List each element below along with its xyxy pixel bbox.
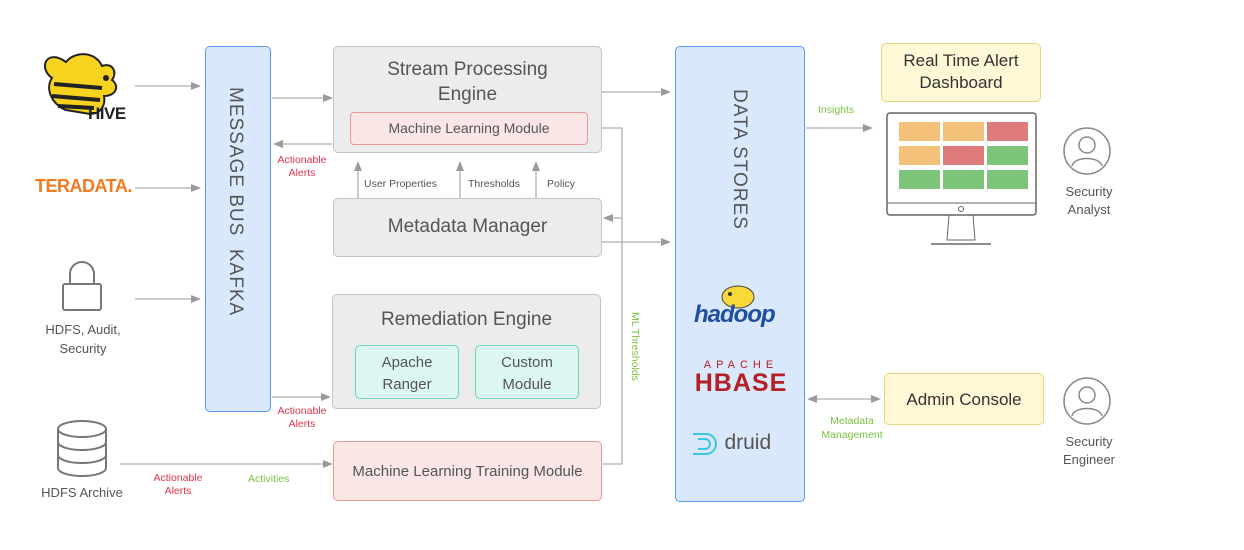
metadata-manager: Metadata Manager	[333, 198, 602, 257]
data-stores-title: DATA STORES	[729, 89, 750, 230]
apache-ranger: Apache Ranger	[355, 345, 459, 399]
insights-label: Insights	[818, 104, 855, 116]
ml-module-label: Machine Learning Module	[388, 120, 550, 136]
hadoop-logo: hadoop	[692, 283, 792, 329]
metadata-manager-title: Metadata Manager	[387, 216, 548, 237]
hdfs-audit-label: HDFS, Audit, Security	[45, 322, 121, 356]
teradata-label: TERADATA.	[35, 176, 132, 196]
hbase-logo: APACHE HBASE	[688, 359, 794, 398]
hive-label: HIVE	[88, 104, 126, 123]
dashboard-cell	[899, 146, 940, 165]
teradata-logo: TERADATA.	[35, 176, 132, 197]
dashboard-cell	[987, 122, 1028, 141]
dashboard-cell	[943, 146, 984, 165]
hbase-label: HBASE	[694, 369, 788, 397]
hive-bee-icon	[44, 53, 118, 116]
lock-icon	[60, 258, 104, 317]
apache-ranger-label: Apache Ranger	[381, 354, 433, 393]
actionable-alerts-label: Actionable Alerts	[153, 472, 203, 497]
ml-module: Machine Learning Module	[350, 112, 588, 145]
admin-console[interactable]: Admin Console	[884, 373, 1044, 425]
stream-processing-engine: Stream Processing Engine Machine Learnin…	[333, 46, 602, 153]
custom-module: Custom Module	[475, 345, 579, 399]
dashboard-cell	[899, 170, 940, 189]
remediation-title: Remediation Engine	[380, 309, 553, 330]
dashboard-title: Real Time Alert Dashboard	[903, 51, 1019, 92]
security-engineer-icon	[1062, 376, 1112, 431]
druid-label: druid	[724, 431, 772, 454]
dashboard-cell	[899, 122, 940, 141]
custom-module-label: Custom Module	[501, 354, 553, 393]
data-stores: DATA STORES hadoop APACHE HBASE druid	[675, 46, 805, 502]
message-bus-label: MESSAGE BUS KAFKA	[225, 87, 246, 317]
ml-training-module: Machine Learning Training Module	[333, 441, 602, 501]
security-engineer-label: Security Engineer	[1062, 434, 1116, 467]
real-time-alert-dashboard[interactable]: Real Time Alert Dashboard	[881, 43, 1041, 102]
actionable-alerts-label: Actionable Alerts	[277, 405, 327, 430]
activities-label: Activities	[248, 473, 290, 485]
label-policy: Policy	[547, 178, 576, 190]
dashboard-cell	[987, 170, 1028, 189]
hadoop-label: hadoop	[694, 301, 776, 328]
admin-console-title: Admin Console	[906, 390, 1022, 409]
hbase-apache-label: APACHE	[703, 359, 779, 371]
label-user-properties: User Properties	[364, 178, 437, 190]
stream-engine-title: Stream Processing Engine	[387, 59, 548, 105]
ml-training-label: Machine Learning Training Module	[352, 463, 583, 480]
dashboard-cell	[987, 146, 1028, 165]
remediation-engine: Remediation Engine Apache Ranger Custom …	[332, 294, 601, 409]
dashboard-cell	[943, 170, 984, 189]
security-analyst-icon	[1062, 126, 1112, 181]
hadoop-elephant-icon	[721, 285, 755, 309]
actionable-alerts-label: Actionable Alerts	[277, 154, 327, 179]
metadata-management-label: Metadata Management	[821, 415, 883, 441]
monitor-icon	[885, 112, 1038, 247]
message-bus-kafka: MESSAGE BUS KAFKA	[205, 46, 271, 412]
hive-logo: HIVE	[36, 44, 130, 128]
hdfs-archive-label: HDFS Archive	[41, 485, 123, 500]
database-icon	[56, 420, 108, 483]
security-analyst-label: Security Analyst	[1065, 184, 1113, 217]
druid-logo: druid	[690, 429, 771, 457]
dashboard-cell	[943, 122, 984, 141]
druid-icon	[693, 433, 717, 455]
label-thresholds: Thresholds	[468, 178, 520, 190]
ml-thresholds-label: ML Thresholds	[629, 312, 641, 381]
